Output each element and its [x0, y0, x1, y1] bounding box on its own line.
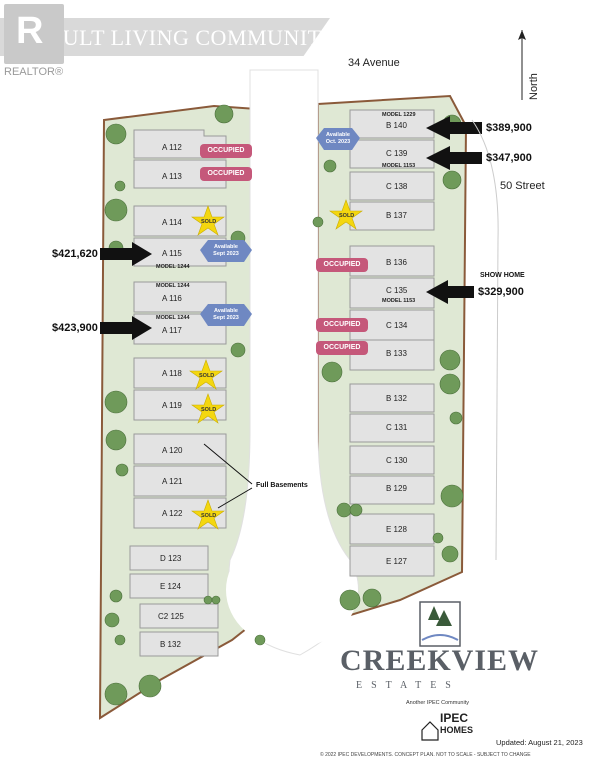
price-c135: $329,900	[478, 286, 524, 298]
available-hexagons	[200, 128, 360, 326]
lot-a118[interactable]: A 118	[162, 369, 182, 378]
full-basements-label: Full Basements	[256, 482, 308, 489]
lot-a120[interactable]: A 120	[162, 446, 183, 455]
show-home-label: SHOW HOME	[480, 272, 525, 279]
sold-label-a119: SOLD	[201, 407, 217, 413]
copyright-notice: © 2022 IPEC DEVELOPMENTS. CONCEPT PLAN. …	[320, 752, 531, 758]
lot-b137[interactable]: B 137	[386, 211, 407, 220]
lot-a119[interactable]: A 119	[162, 401, 182, 410]
realtor-logo: R	[4, 4, 64, 64]
lot-a122[interactable]: A 122	[162, 509, 183, 518]
banner-title: ADULT LIVING COMMUNITY	[30, 25, 338, 50]
cul-de-sac-bulb	[226, 532, 358, 648]
street-34-avenue: 34 Avenue	[348, 57, 400, 69]
street-50-street: 50 Street	[500, 180, 545, 192]
model-label-1244-a: MODEL 1244	[156, 264, 190, 270]
creekview-logo-wordmark: CREEKVIEW	[340, 644, 540, 677]
north-label: North	[528, 73, 540, 100]
lot-a117[interactable]: A 117	[162, 326, 182, 335]
cul-de-sac-road	[228, 69, 359, 656]
basement-lines	[203, 443, 253, 509]
lot-c135[interactable]: C 135	[386, 286, 408, 295]
lot-a113[interactable]: A 113	[162, 172, 182, 181]
lot-c134[interactable]: C 134	[386, 321, 408, 330]
lot-c130[interactable]: C 130	[386, 456, 408, 465]
lot-a112[interactable]: A 112	[162, 143, 182, 152]
occupied-badge-b133: OCCUPIED	[316, 341, 368, 355]
occupied-badge-a112: OCCUPIED	[200, 144, 252, 158]
lot-d123[interactable]: D 123	[160, 554, 182, 563]
price-c139: $347,900	[486, 152, 532, 164]
realtor-watermark-label: REALTOR®	[4, 66, 64, 78]
lot-a114[interactable]: A 114	[162, 218, 182, 227]
lot-c2125[interactable]: C2 125	[158, 612, 184, 621]
lot-e128[interactable]: E 128	[386, 525, 407, 534]
available-label-a115: Available Sept 2023	[213, 244, 239, 257]
sold-label-a122: SOLD	[201, 513, 217, 519]
price-arrows	[100, 116, 482, 340]
street-edge	[471, 119, 499, 561]
occupied-badge-b136: OCCUPIED	[316, 258, 368, 272]
occupied-badge-a113: OCCUPIED	[200, 167, 252, 181]
ipec-homes-logo: IPEC HOMES	[440, 712, 473, 736]
north-arrow-head	[518, 30, 526, 40]
ipec-logo-line1: IPEC	[440, 711, 469, 725]
model-label-1153-a: MODEL 1153	[382, 163, 416, 169]
lot-b129[interactable]: B 129	[386, 484, 407, 493]
sold-label-a118: SOLD	[199, 373, 215, 379]
available-label-a117: Available Sept 2023	[213, 308, 239, 321]
lot-e124[interactable]: E 124	[160, 582, 181, 591]
price-b140: $389,900	[486, 122, 532, 134]
ipec-tagline: Another IPEC Community	[406, 700, 469, 706]
price-a115: $421,620	[52, 248, 98, 260]
occupied-badge-c134: OCCUPIED	[316, 318, 368, 332]
lot-c131[interactable]: C 131	[386, 423, 408, 432]
lot-a121[interactable]: A 121	[162, 477, 183, 486]
ipec-logo-mark	[421, 721, 439, 741]
model-label-1153-b: MODEL 1153	[382, 298, 416, 304]
realtor-r-mark: R	[16, 10, 44, 52]
lot-e127[interactable]: E 127	[386, 557, 407, 566]
lot-b132-left[interactable]: B 132	[160, 640, 181, 649]
available-label-c139: Available Oct. 2023	[325, 132, 351, 145]
updated-date: Updated: August 21, 2023	[496, 738, 583, 747]
ipec-logo-line2: HOMES	[440, 725, 474, 735]
estates-wordmark: ESTATES	[356, 680, 460, 691]
sold-stars	[189, 199, 363, 530]
lot-b140[interactable]: B 140	[386, 121, 407, 130]
lot-b132-right[interactable]: B 132	[386, 394, 407, 403]
logo-house-icon	[419, 601, 461, 647]
model-label-1244-b: MODEL 1244	[156, 283, 190, 289]
sold-label-a114: SOLD	[201, 219, 217, 225]
lot-b136[interactable]: B 136	[386, 258, 407, 267]
sold-label-b137: SOLD	[339, 213, 355, 219]
lot-c139[interactable]: C 139	[386, 149, 408, 158]
model-label-1244-c: MODEL 1244	[156, 315, 190, 321]
lot-a115[interactable]: A 115	[162, 249, 182, 258]
price-a117: $423,900	[52, 322, 98, 334]
lot-a116[interactable]: A 116	[162, 294, 182, 303]
lot-b133[interactable]: B 133	[386, 349, 407, 358]
lot-c138[interactable]: C 138	[386, 182, 408, 191]
model-label-1229: MODEL 1229	[382, 112, 416, 118]
